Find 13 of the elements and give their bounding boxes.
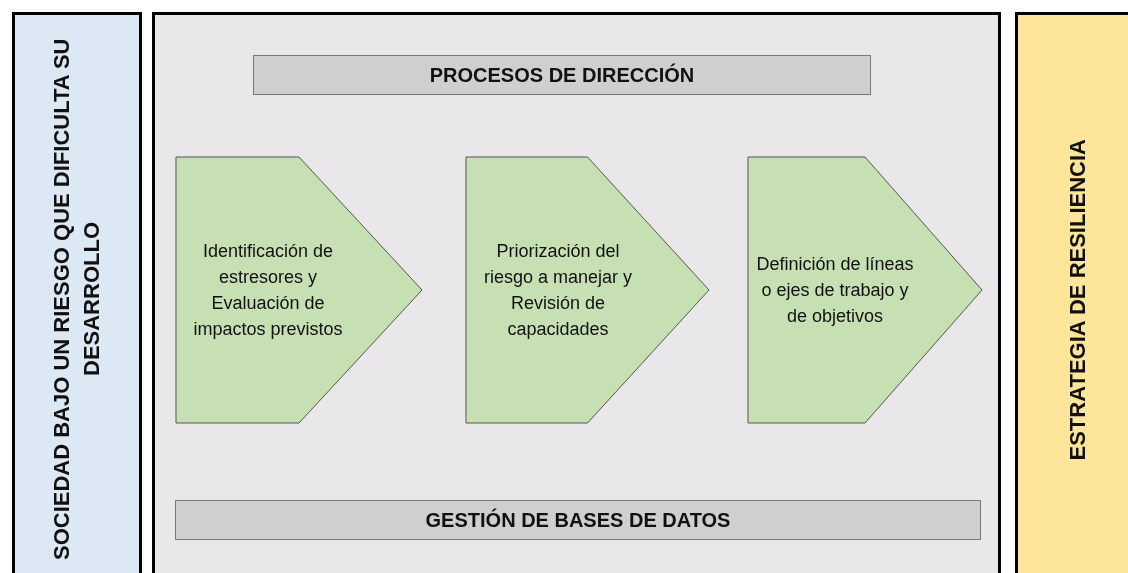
step-text: Priorización del riesgo a manejar y Revisión de capacidades xyxy=(482,240,634,341)
chevron-shape xyxy=(175,156,423,424)
chevron-shape xyxy=(747,156,983,424)
step-text: Definición de líneas o ejes de trabajo y de objetivos xyxy=(755,253,915,328)
heading-bar: PROCESOS DE DIRECCIÓN xyxy=(253,55,871,95)
footer-bar: GESTIÓN DE BASES DE DATOS xyxy=(175,500,981,540)
process-panel xyxy=(152,12,1001,573)
side-panel xyxy=(12,12,142,573)
side-panel xyxy=(1015,12,1128,573)
side-title: SOCIEDAD BAJO UN RIESGO QUE DIFICULTA SU DESARROLLO xyxy=(48,37,105,563)
side-title: ESTRATEGIA DE RESILIENCIA xyxy=(1063,138,1091,461)
chevron-shape xyxy=(465,156,710,424)
step-text: Identificación de estresores y Evaluación de impactos previstos xyxy=(192,240,344,341)
